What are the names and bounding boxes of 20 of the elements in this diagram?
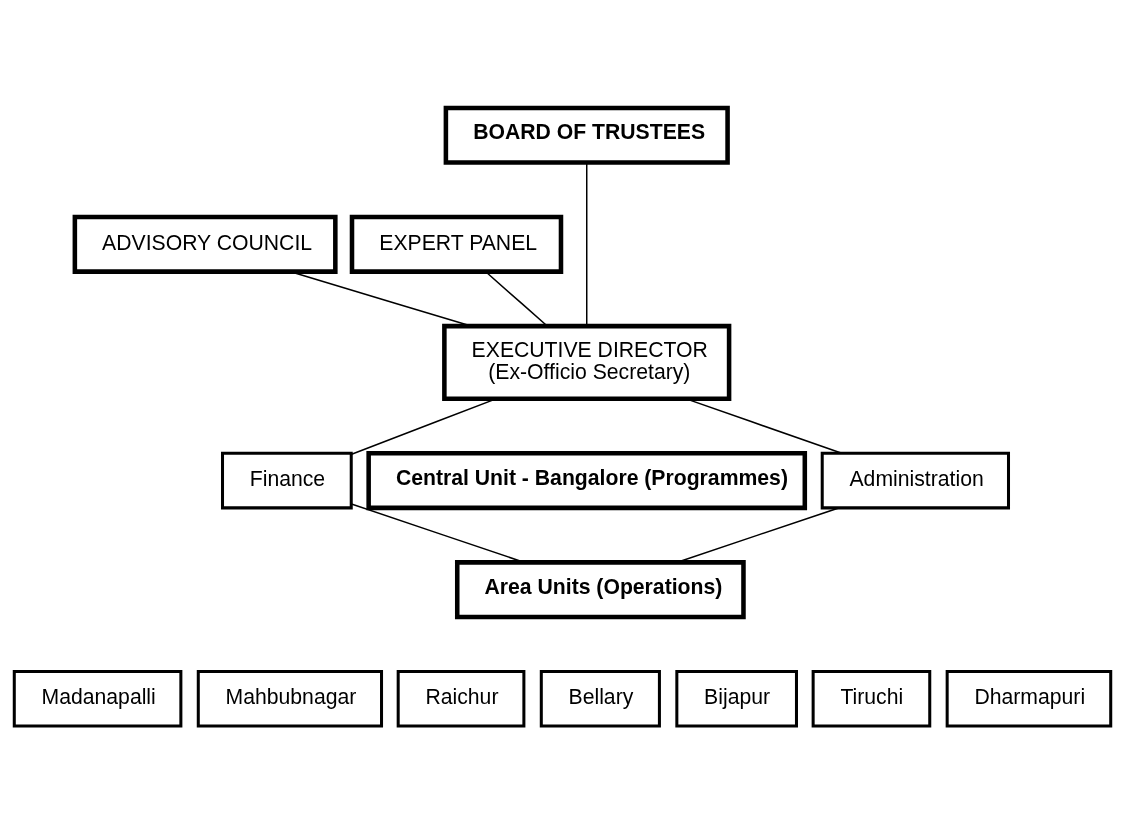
node-box: Madanapalli [12,669,183,728]
connector [485,271,548,327]
node-box: Central Unit - Bangalore (Programmes) [366,451,808,511]
node-box: Tiruchi [811,669,932,728]
node-box: Mahbubnagar [196,669,384,728]
node-box: Bijapur [675,669,798,728]
node-box: Finance [221,451,353,510]
node-box: Administration [820,451,1010,510]
node-box: Dharmapuri [945,669,1113,728]
connector [350,503,525,563]
node-box: Area Units (Operations) [455,560,746,620]
node-box: Bellary [539,669,661,728]
node-box: BOARD OF TRUSTEES [443,105,730,165]
node-box: Raichur [396,669,526,728]
connector [676,507,840,563]
connector [290,270,472,327]
node-box: ADVISORY COUNCIL [72,214,338,274]
connector [585,161,588,327]
node-box: EXPERT PANEL [349,214,564,274]
node-box: EXECUTIVE DIRECTOR (Ex-Officio Secretary) [442,323,732,402]
